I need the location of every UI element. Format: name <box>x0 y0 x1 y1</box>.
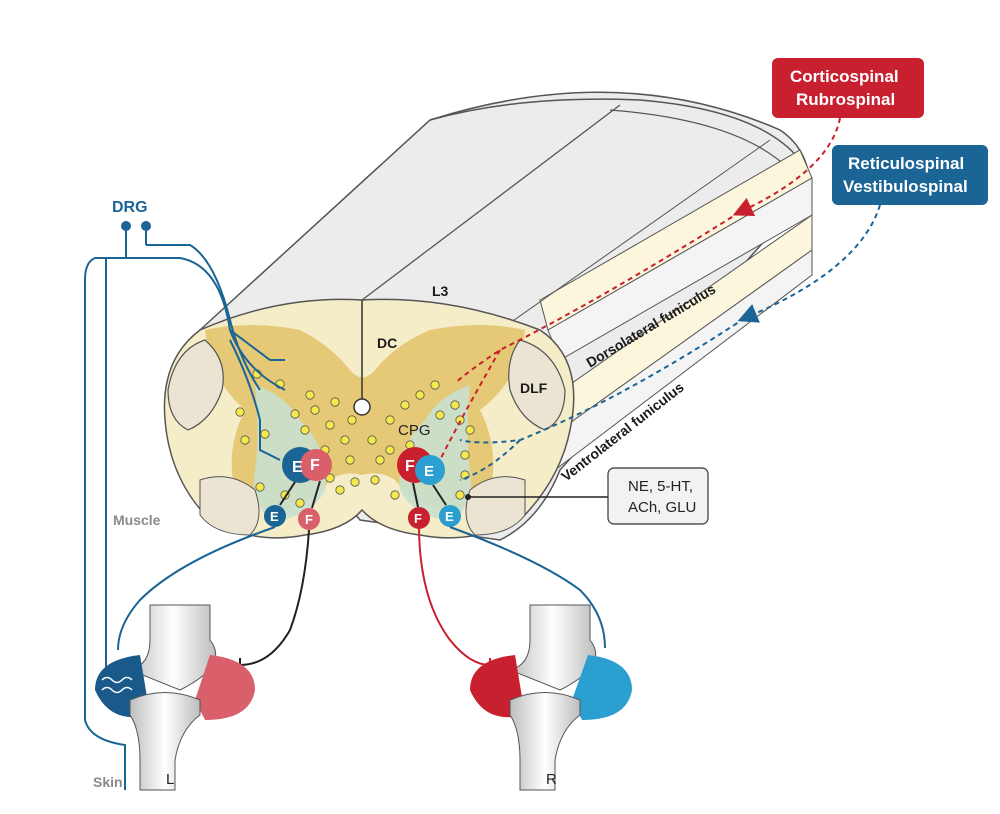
right-extensor-mn-label: E <box>445 509 454 524</box>
interneuron-dot <box>450 400 460 410</box>
interneuron-dot <box>367 435 377 445</box>
interneuron-dot <box>385 415 395 425</box>
motor-pools: E F E F F E F E <box>264 447 461 530</box>
left-extensor-mn-label: E <box>270 509 279 524</box>
neuromodulator-box <box>607 467 709 525</box>
right-cpg-extensor-label: E <box>424 463 434 480</box>
corticospinal-box <box>772 58 924 118</box>
right-side-label: R <box>546 771 557 788</box>
corticospinal-label: Corticospinal <box>790 67 899 86</box>
interneuron-dot <box>345 455 355 465</box>
drg-soma-1 <box>121 221 131 231</box>
interneuron-dot <box>375 455 385 465</box>
interneuron-dot <box>385 445 395 455</box>
muscle-label: Muscle <box>113 512 161 528</box>
interneuron-dot <box>295 498 305 508</box>
left-limb <box>95 604 255 791</box>
central-canal <box>353 398 371 416</box>
interneuron-dot <box>435 410 445 420</box>
interneuron-dots <box>235 369 475 508</box>
right-flexor-mn-label: F <box>414 511 422 526</box>
reticulospinal-box <box>832 145 988 205</box>
interneuron-dot <box>255 482 265 492</box>
interneuron-dot <box>390 490 400 500</box>
cross-section <box>163 298 575 539</box>
interneuron-dot <box>370 475 380 485</box>
interneuron-dot <box>310 405 320 415</box>
left-cpg-extensor-label: E <box>292 459 303 476</box>
interneuron-dot <box>325 473 335 483</box>
interneuron-dot <box>235 407 245 417</box>
cpg-label: CPG <box>398 422 431 439</box>
interneuron-dot <box>347 415 357 425</box>
l3-label: L3 <box>432 283 449 299</box>
interneuron-dot <box>350 477 360 487</box>
dc-label: DC <box>377 335 397 351</box>
interneuron-dot <box>415 390 425 400</box>
interneuron-dot <box>325 420 335 430</box>
interneuron-dot <box>460 450 470 460</box>
interneuron-dot <box>465 425 475 435</box>
drg-afferents <box>84 228 286 790</box>
left-flexor-mn-label: F <box>305 512 313 527</box>
vestibulospinal-label: Vestibulospinal <box>843 177 968 196</box>
right-cpg-flexor-label: F <box>405 458 415 475</box>
neuromod-line2: ACh, GLU <box>628 499 696 516</box>
descending-tracts <box>439 117 881 481</box>
rubrospinal-label: Rubrospinal <box>796 90 895 109</box>
skin-label: Skin <box>93 774 123 790</box>
drg-label: DRG <box>112 199 148 216</box>
dlf-label: DLF <box>520 380 548 396</box>
interneuron-dot <box>240 435 250 445</box>
interneuron-dot <box>455 415 465 425</box>
right-limb <box>470 604 632 791</box>
interneuron-dot <box>430 380 440 390</box>
neuromod-line1: NE, 5-HT, <box>628 478 693 495</box>
interneuron-dot <box>260 429 270 439</box>
interneuron-dot <box>290 409 300 419</box>
interneuron-dot <box>455 490 465 500</box>
left-cpg-flexor-label: F <box>310 457 320 474</box>
reticulospinal-label: Reticulospinal <box>848 154 964 173</box>
interneuron-dot <box>335 485 345 495</box>
left-side-label: L <box>166 771 174 788</box>
interneuron-dot <box>340 435 350 445</box>
interneuron-dot <box>300 425 310 435</box>
interneuron-dot <box>330 397 340 407</box>
motor-axons <box>117 526 606 672</box>
interneuron-dot <box>400 400 410 410</box>
interneuron-dot <box>305 390 315 400</box>
drg-soma-2 <box>141 221 151 231</box>
